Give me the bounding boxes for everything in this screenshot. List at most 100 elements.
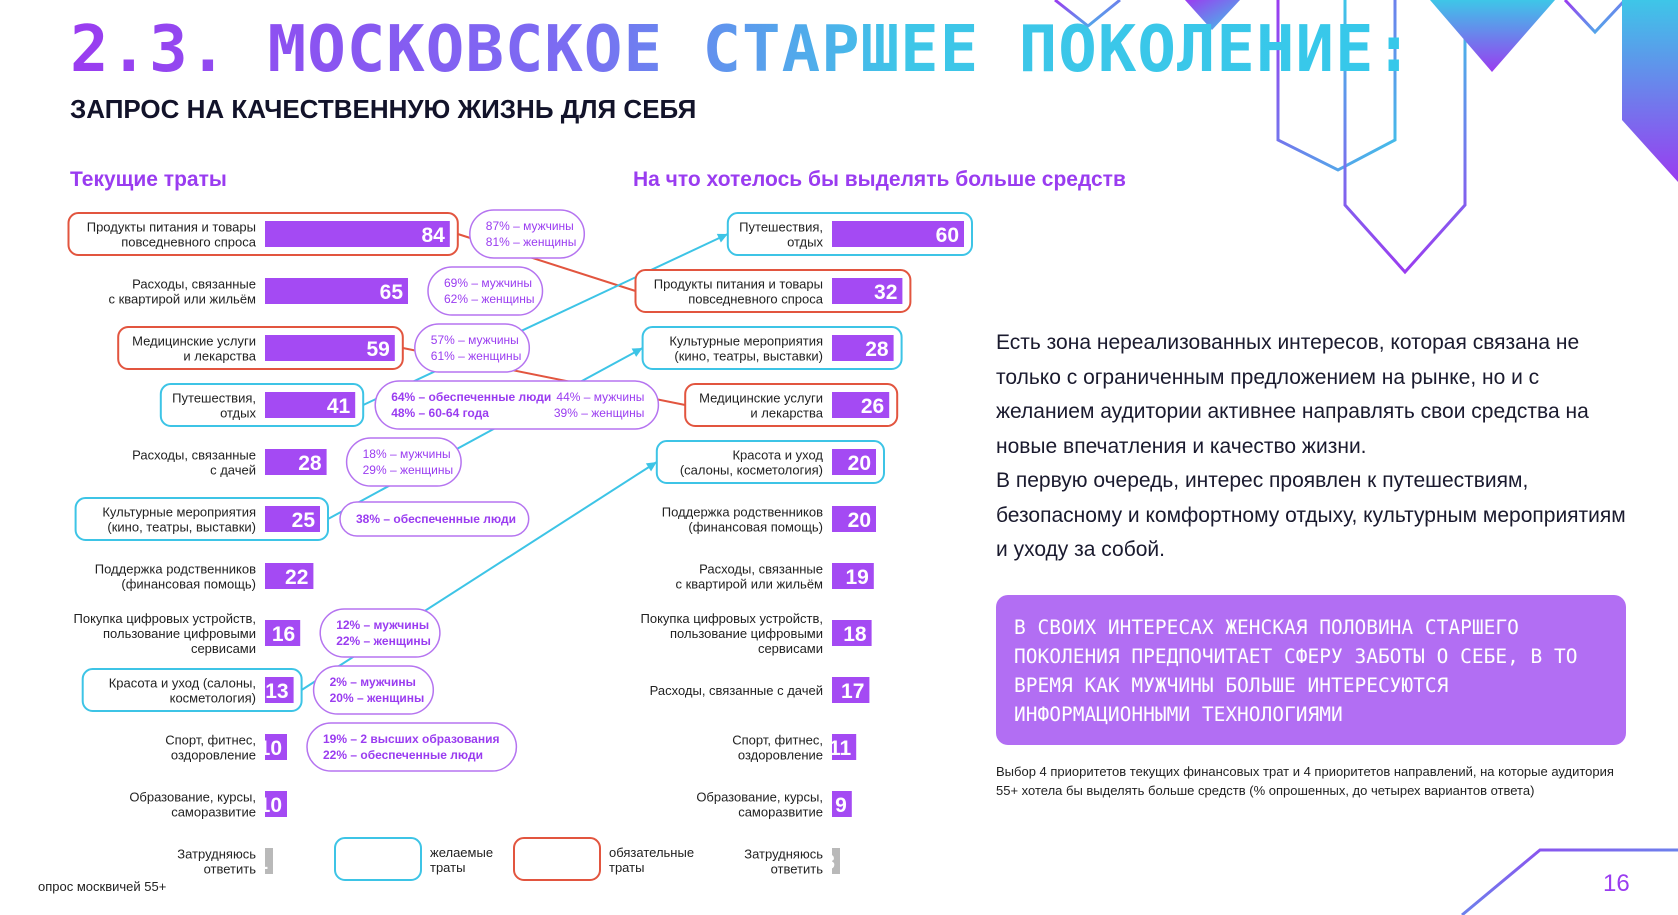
desired-label-6-0: Расходы, связанные	[699, 562, 823, 577]
desired-bar-6	[832, 563, 874, 589]
current-label-5-0: Культурные мероприятия	[102, 505, 256, 520]
current-value-4: 28	[298, 452, 322, 475]
connector-arrowhead-3	[631, 348, 643, 357]
desired-label-2-1: (кино, театры, выставки)	[674, 349, 823, 364]
current-bar-7	[265, 620, 301, 646]
annotation-text-2-1: 61% – женщины	[431, 349, 522, 363]
annotation-text-8-0: 19% – 2 высших образования	[323, 732, 499, 746]
current-outline-5	[74, 497, 329, 541]
description-paragraph-2: В первую очередь, интерес проявлен к пут…	[996, 469, 1626, 561]
current-value-5: 25	[292, 509, 316, 532]
current-label-1-1: с квартирой или жильём	[109, 292, 257, 307]
annotation-text-7-1: 20% – женщины	[330, 691, 425, 705]
desired-label-1-1: повседневного спроса	[688, 292, 824, 307]
legend-desired-swatch	[334, 837, 422, 881]
current-value-8: 13	[265, 680, 288, 703]
current-label-4-1: с дачей	[210, 463, 256, 478]
annotation-bubble-1	[427, 266, 544, 316]
current-label-11-0: Затрудняюсь	[177, 847, 256, 862]
annotation-bubble-0	[469, 209, 586, 259]
annotation-bubble-5	[339, 501, 530, 537]
legend-mandatory-label-1: траты	[609, 860, 644, 875]
current-bar-6	[265, 563, 314, 589]
current-label-8-1: косметология)	[170, 691, 256, 706]
desired-label-9-1: оздоровление	[738, 748, 823, 763]
current-label-7-1: пользование цифровыми	[103, 626, 256, 641]
desired-value-3: 26	[861, 395, 884, 418]
annotation-text-5-0: 38% – обеспеченные люди	[356, 512, 516, 526]
annotation-bubble-7	[312, 665, 435, 715]
current-bar-2	[265, 335, 395, 361]
current-label-8-0: Красота и уход (салоны,	[109, 676, 256, 691]
annotation-text-6-0: 12% – мужчины	[336, 618, 429, 632]
desired-bar-9	[832, 734, 857, 760]
current-label-0-0: Продукты питания и товары	[87, 220, 256, 235]
desired-label-6-1: с квартирой или жильём	[676, 577, 824, 592]
desired-label-0-0: Путешествия,	[739, 220, 823, 235]
connector-line-3	[327, 347, 644, 520]
desired-value-1: 32	[874, 281, 897, 304]
desired-outline-4	[655, 440, 885, 484]
annotation-text-8-1: 22% – обеспеченные люди	[323, 748, 483, 762]
desired-label-3-0: Медицинские услуги	[699, 391, 823, 406]
current-label-4-0: Расходы, связанные	[132, 448, 256, 463]
connector-arrowhead-2	[716, 233, 728, 243]
current-value-6: 22	[285, 566, 308, 589]
annotation-text-1-1: 62% – женщины	[444, 292, 535, 306]
description-text: Есть зона нереализованных интересов, кот…	[996, 326, 1636, 568]
desired-value-9: 11	[829, 737, 852, 760]
current-label-3-1: отдых	[220, 406, 256, 421]
legend-desired-label-0: желаемые	[430, 845, 493, 860]
annotation-side-text-3-0: 44% – мужчины	[556, 390, 644, 404]
current-label-9-0: Спорт, фитнес,	[165, 733, 256, 748]
current-value-2: 59	[366, 338, 389, 361]
desired-label-10-1: саморазвитие	[738, 805, 823, 820]
annotation-side-text-3-1: 39% – женщины	[554, 406, 645, 420]
current-label-6-1: (финансовая помощь)	[121, 577, 256, 592]
connector-line-2	[362, 233, 729, 406]
desired-bar-5	[832, 506, 876, 532]
current-value-10: 10	[259, 794, 282, 817]
desired-label-3-1: и лекарства	[750, 406, 823, 421]
current-bar-9	[265, 734, 287, 760]
desired-bar-10	[832, 791, 852, 817]
desired-label-8-0: Расходы, связанные с дачей	[650, 683, 823, 698]
current-label-6-0: Поддержка родственников	[95, 562, 256, 577]
desired-spending-heading: На что хотелось бы выделять больше средс…	[633, 168, 1126, 191]
desired-label-11-1: ответить	[771, 862, 824, 877]
current-outline-8	[81, 668, 303, 712]
annotation-text-6-1: 22% – женщины	[336, 634, 431, 648]
page-number: 16	[1603, 870, 1630, 897]
annotation-text-3-0: 64% – обеспеченные люди	[391, 390, 551, 404]
current-bar-1	[265, 278, 408, 304]
annotation-bubble-4	[345, 437, 462, 487]
page-title: 2.3. МОСКОВСКОЕ СТАРШЕЕ ПОКОЛЕНИЕ:	[70, 13, 1415, 87]
current-label-10-1: саморазвитие	[171, 805, 256, 820]
annotation-bubble-3	[374, 380, 660, 430]
desired-bar-4	[832, 449, 876, 475]
annotation-text-2-0: 57% – мужчины	[431, 333, 519, 347]
current-label-7-0: Покупка цифровых устройств,	[74, 611, 257, 626]
desired-value-10: 9	[835, 794, 847, 817]
connector-arrowhead-4	[645, 462, 657, 472]
desired-bar-8	[832, 677, 870, 703]
desired-value-5: 20	[848, 509, 871, 532]
desired-value-4: 20	[848, 452, 871, 475]
annotation-text-4-0: 18% – мужчины	[363, 447, 451, 461]
desired-value-2: 28	[865, 338, 889, 361]
current-bar-0	[265, 221, 450, 247]
current-value-0: 84	[421, 224, 445, 247]
desired-label-10-0: Образование, курсы,	[696, 790, 823, 805]
current-value-7: 16	[272, 623, 295, 646]
desired-bar-2	[832, 335, 894, 361]
legend-desired-label-1: траты	[430, 860, 465, 875]
desired-bar-11	[832, 848, 840, 874]
current-label-3-0: Путешествия,	[172, 391, 256, 406]
current-bar-8	[265, 677, 294, 703]
desired-bar-0	[832, 221, 964, 247]
desired-value-6: 19	[845, 566, 868, 589]
current-label-1-0: Расходы, связанные	[132, 277, 256, 292]
